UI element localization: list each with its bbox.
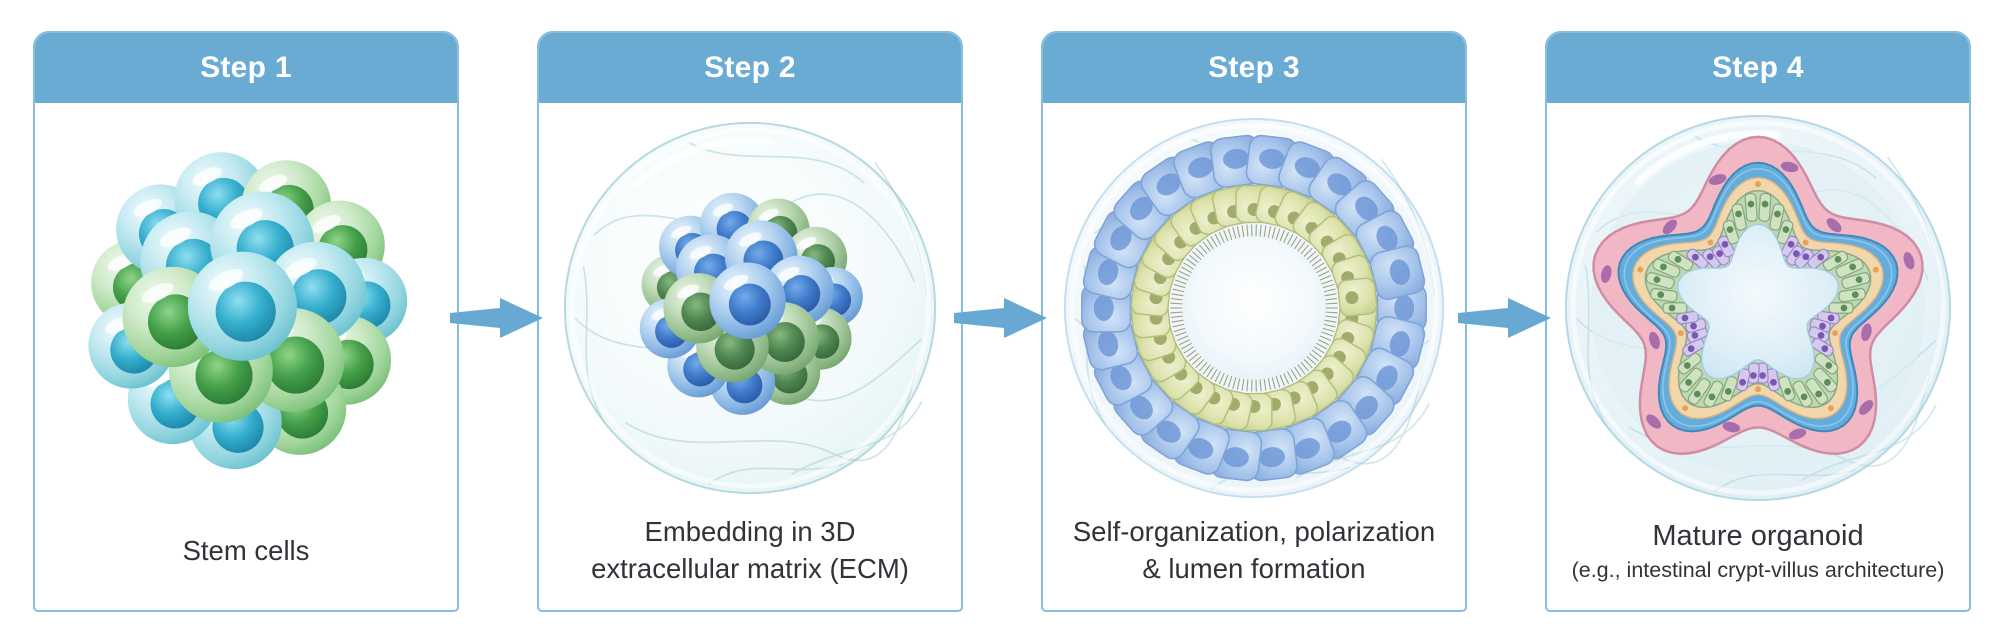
step-4-body: Mature organoid (e.g., intestinal crypt-…: [1547, 103, 1969, 610]
step-1-header: Step 1: [35, 33, 457, 103]
caption-line: Stem cells: [182, 534, 310, 566]
mature-organoid-illustration: [1564, 114, 1952, 502]
step-card-2: Step 2 Embedding in 3D extracellular mat…: [537, 31, 963, 612]
step-card-4: Step 4 Mature organoid (e.g., intestinal…: [1545, 31, 1971, 612]
step-2-caption: Embedding in 3D extracellular matrix (EC…: [591, 507, 909, 593]
right-arrow-icon: [450, 298, 543, 338]
step-1-caption: Stem cells: [183, 507, 310, 593]
caption-subline: (e.g., intestinal crypt-villus architect…: [1571, 557, 1945, 582]
caption-line: Mature organoid: [1652, 519, 1864, 552]
ecm-embedding-illustration: [563, 121, 937, 495]
stem-cell-cluster-illustration: [88, 152, 408, 470]
step-card-1: Step 1 Stem cells: [33, 31, 459, 612]
step-4-header: Step 4: [1547, 33, 1969, 103]
step-1-body: Stem cells: [35, 103, 457, 610]
connector-1: [450, 31, 543, 612]
connector-3: [1458, 31, 1551, 612]
lumen-formation-illustration: [1063, 117, 1445, 499]
connector-2: [954, 31, 1047, 612]
caption-line: Embedding in 3D: [644, 516, 856, 547]
caption-line: & lumen formation: [1142, 553, 1366, 584]
step-4-caption: Mature organoid (e.g., intestinal crypt-…: [1572, 507, 1945, 593]
step-card-3: Step 3 Self-organization, polarization &…: [1041, 31, 1467, 612]
right-arrow-icon: [1458, 298, 1551, 338]
step-3-body: Self-organization, polarization & lumen …: [1043, 103, 1465, 610]
right-arrow-icon: [954, 298, 1047, 338]
step-3-caption: Self-organization, polarization & lumen …: [1073, 507, 1435, 593]
steps-row: Step 1 Stem cells Step 2 Embedding in 3D…: [33, 31, 1971, 612]
step-3-header: Step 3: [1043, 33, 1465, 103]
caption-line: extracellular matrix (ECM): [591, 553, 909, 584]
step-2-body: Embedding in 3D extracellular matrix (EC…: [539, 103, 961, 610]
caption-line: Self-organization, polarization: [1072, 516, 1436, 547]
step-2-header: Step 2: [539, 33, 961, 103]
